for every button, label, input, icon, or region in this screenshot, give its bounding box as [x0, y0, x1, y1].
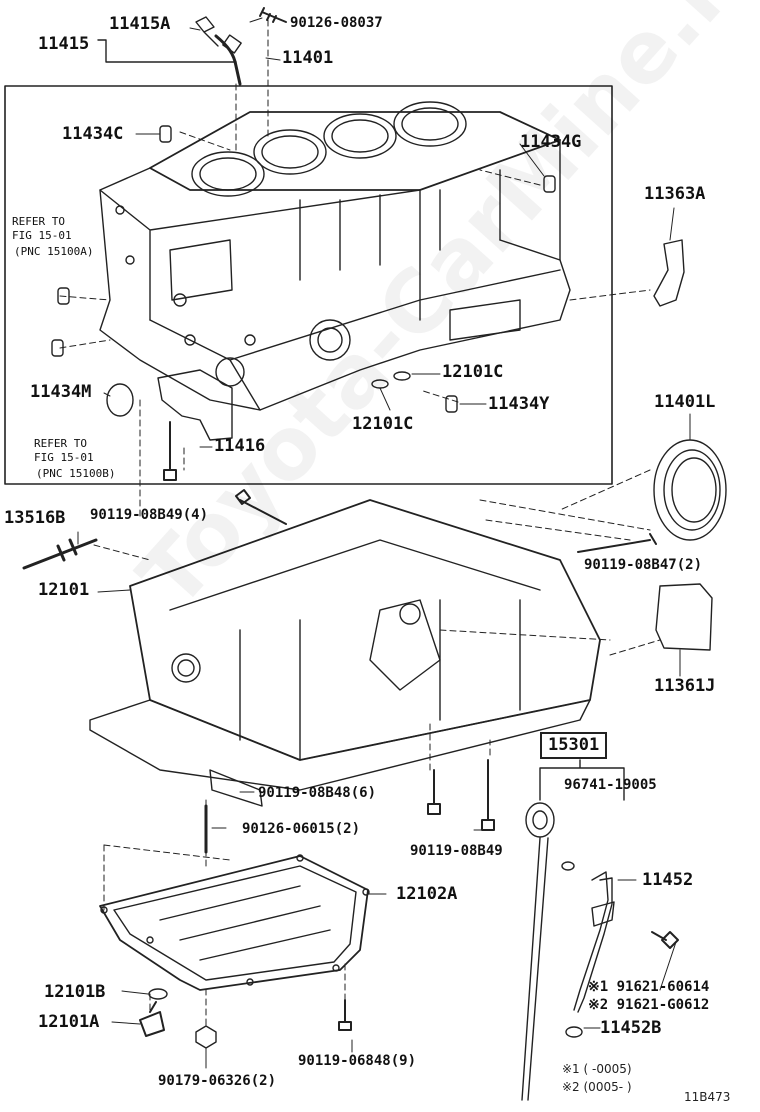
label-11434M[interactable]: 11434M: [30, 382, 92, 402]
label-12102A[interactable]: 12102A: [396, 884, 458, 904]
leader-11415: [97, 39, 237, 63]
ref-note-2-line3: (PNC 15100B): [36, 467, 116, 480]
label-11416[interactable]: 11416: [214, 436, 266, 456]
label-11452[interactable]: 11452: [642, 870, 694, 890]
pin-11434C: [159, 125, 172, 143]
ref-note-1-line1: REFER TO: [12, 215, 65, 228]
label-90119-08B49[interactable]: 90119-08B49: [410, 843, 503, 859]
label-11434Y[interactable]: 11434Y: [488, 394, 550, 414]
crankcase-12101: [89, 499, 601, 807]
label-12101B[interactable]: 12101B: [44, 982, 106, 1002]
bolt-90119-08B47-2: [577, 533, 657, 553]
leader-15301: [539, 759, 625, 801]
stud-90126-08037: [259, 7, 287, 23]
footnote-1: ※1 ( -0005): [562, 1062, 632, 1076]
label-96741-19005[interactable]: 96741-19005: [564, 777, 657, 793]
label-13516B[interactable]: 13516B: [4, 508, 66, 528]
bracket-11416: [157, 369, 233, 441]
label-11415A[interactable]: 11415A: [109, 14, 171, 34]
label-12101A[interactable]: 12101A: [38, 1012, 100, 1032]
ref-note-1-line2: FIG 15-01: [12, 229, 72, 242]
bolt-90119-08B49: [481, 759, 495, 831]
label-90179-06326-2[interactable]: 90179-06326(2): [158, 1073, 277, 1089]
bolt-90119-08B48-6: [427, 769, 441, 815]
nut-90179-06326-2: [195, 1025, 217, 1049]
footnote-2: ※2 (0005- ): [562, 1080, 632, 1094]
ring-12101C-b: [371, 379, 389, 389]
bolt-11416: [163, 421, 177, 481]
bolt-90119-08B49-4: [235, 489, 287, 525]
pin-11434Y: [445, 395, 458, 413]
label-11415[interactable]: 11415: [38, 34, 90, 54]
label-11401L[interactable]: 11401L: [654, 392, 716, 412]
label-90119-08B48-6[interactable]: 90119-08B48(6): [258, 785, 377, 801]
oring-96741-19005: [561, 861, 575, 871]
fitting-11415A: [195, 16, 219, 47]
sleeve-11415: [222, 34, 242, 54]
bolt-91621: [651, 931, 679, 949]
label-11401[interactable]: 11401: [282, 48, 334, 68]
oring-11452B: [565, 1026, 583, 1038]
oil-tube-11415: [214, 34, 242, 86]
label-91621-G0612[interactable]: ※2 91621-G0612: [588, 997, 710, 1013]
cylinder-block-11401: [99, 101, 571, 411]
label-12101[interactable]: 12101: [38, 580, 90, 600]
gasket-12101B: [148, 988, 168, 1000]
label-11363A[interactable]: 11363A: [644, 184, 706, 204]
label-11452B[interactable]: 11452B: [600, 1018, 662, 1038]
dipstick-15301: [521, 802, 555, 1101]
cylinder-block-frame: [4, 85, 613, 485]
pin-upper-left: [57, 287, 70, 305]
label-11434C[interactable]: 11434C: [62, 124, 124, 144]
label-15301[interactable]: 15301: [540, 732, 608, 759]
ref-note-2-line1: REFER TO: [34, 437, 87, 450]
oil-pan-12102A: [99, 854, 370, 991]
label-90126-06015-2[interactable]: 90126-06015(2): [242, 821, 361, 837]
label-90126-08037[interactable]: 90126-08037: [290, 15, 383, 31]
oil-seal-11401L: [653, 439, 727, 541]
bolt-90119-06848-9: [338, 999, 352, 1031]
label-11434G[interactable]: 11434G: [520, 132, 582, 152]
label-11361J[interactable]: 11361J: [654, 676, 716, 696]
ring-12101C-a: [393, 371, 411, 381]
pin-11434G: [543, 175, 556, 193]
baffle-11363A: [653, 239, 685, 307]
label-91621-60614[interactable]: ※1 91621-60614: [588, 979, 710, 995]
baffle-11361J: [655, 583, 713, 651]
label-12101C-b[interactable]: 12101C: [352, 414, 414, 434]
label-90119-08B47-2[interactable]: 90119-08B47(2): [584, 557, 703, 573]
drain-plug-12101A: [139, 1001, 165, 1037]
label-90119-08B49-4[interactable]: 90119-08B49(4): [90, 507, 209, 523]
ref-note-1-line3: (PNC 15100A): [14, 245, 94, 258]
plug-disc: [106, 383, 134, 417]
ref-note-2-line2: FIG 15-01: [34, 451, 94, 464]
stud-13516B: [22, 538, 98, 570]
label-90119-06848-9[interactable]: 90119-06848(9): [298, 1053, 417, 1069]
diagram-code: 11B473: [684, 1090, 731, 1104]
pin-11434M: [51, 339, 64, 357]
guide-11452: [573, 871, 615, 1013]
label-12101C-a[interactable]: 12101C: [442, 362, 504, 382]
